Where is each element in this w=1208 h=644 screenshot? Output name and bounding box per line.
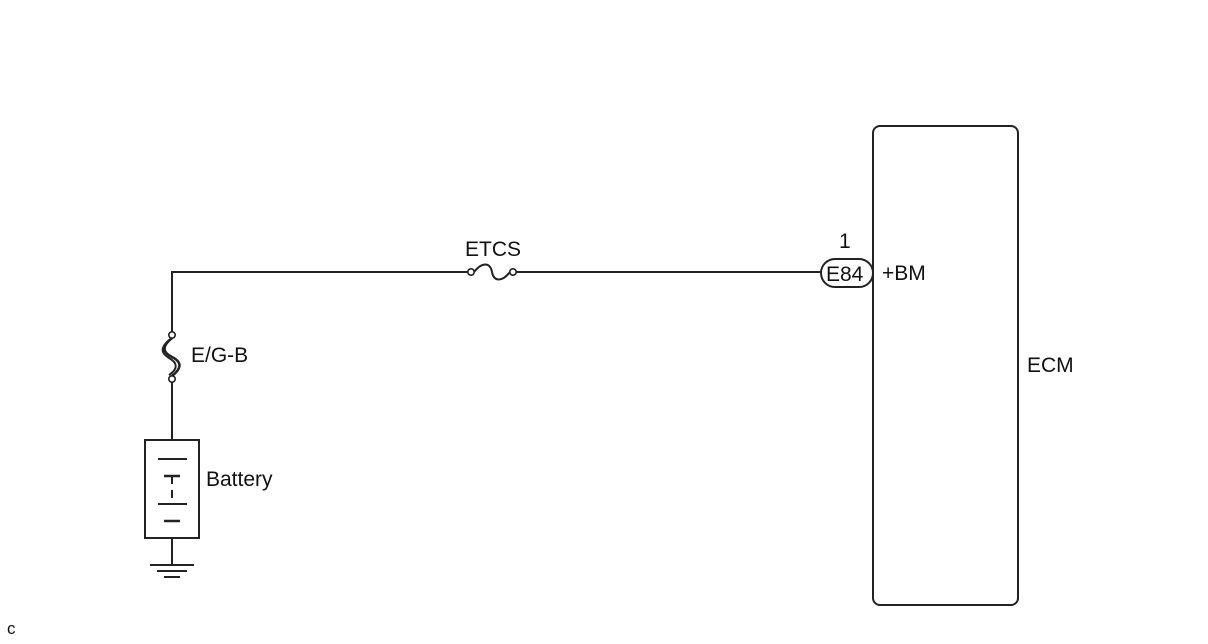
connector-label: E84 (826, 263, 864, 286)
pin-number: 1 (839, 230, 851, 253)
ground-symbol (150, 538, 194, 578)
fusible-link-symbol (161, 330, 181, 383)
ecm-box (872, 125, 1019, 606)
etcs-fuse-symbol (466, 263, 517, 281)
main-wire (171, 271, 822, 332)
battery-symbol (144, 439, 200, 539)
battery-label: Battery (206, 468, 273, 491)
fusible-link-label: E/G-B (191, 344, 248, 367)
terminal-label: +BM (882, 262, 926, 285)
etcs-fuse-label: ETCS (465, 238, 521, 261)
ecm-label: ECM (1027, 354, 1074, 377)
corner-mark: c (7, 619, 16, 638)
